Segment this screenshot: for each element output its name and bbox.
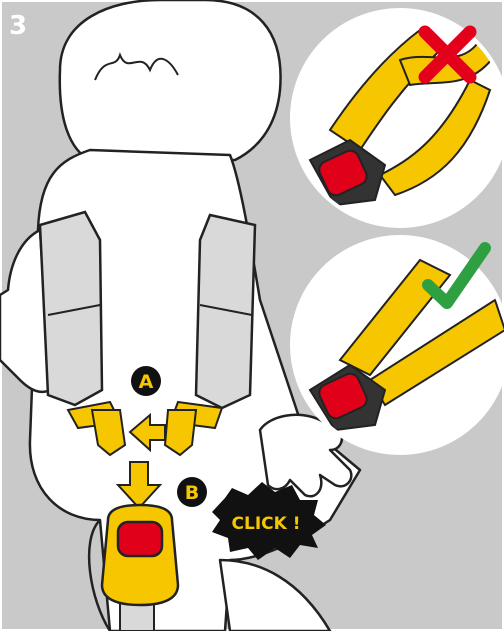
inset-correct xyxy=(292,237,504,453)
badge-b-label: B xyxy=(185,482,199,504)
buckle-release-button xyxy=(118,522,162,556)
baby-head xyxy=(60,0,281,160)
step-number: 3 xyxy=(9,11,27,41)
badge-a-label: A xyxy=(139,371,154,393)
shoulder-pad-left xyxy=(40,212,102,405)
shoulder-pad-right xyxy=(196,215,255,408)
inset-incorrect xyxy=(292,10,504,226)
click-label: CLICK ! xyxy=(232,514,301,534)
